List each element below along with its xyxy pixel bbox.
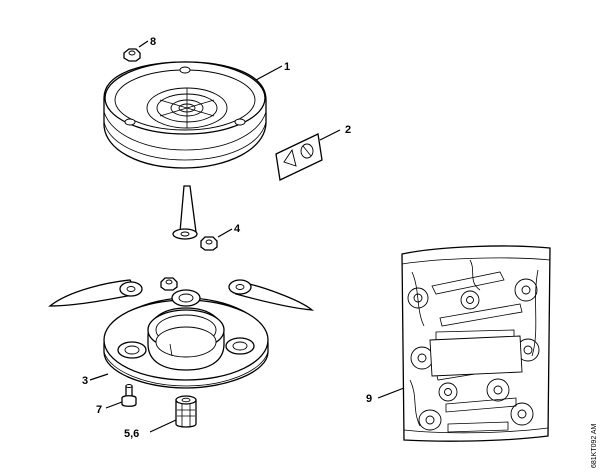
blade-left: [48, 279, 143, 307]
blade-right: [228, 279, 315, 311]
part-7-screw: [121, 384, 137, 407]
callout-4: 4: [234, 223, 241, 235]
callout-3: 3: [82, 375, 88, 387]
carrier-top-nut: [160, 277, 178, 291]
callout-2: 2: [345, 124, 351, 136]
callout-8: 8: [150, 36, 156, 48]
callout-7: 7: [96, 404, 102, 416]
part-5-6-bushing: [175, 395, 197, 428]
document-id: 681KT092 AM: [591, 423, 598, 468]
part-9-blade-pack: [401, 245, 551, 442]
part-3-carrier: [103, 289, 269, 389]
part-4-nut: [200, 236, 218, 251]
part-8-nut: [123, 48, 141, 62]
part-2-warning-label: [275, 133, 323, 181]
callout-1: 1: [284, 61, 290, 73]
callout-9: 9: [366, 393, 372, 405]
part-1-housing: [103, 61, 267, 169]
part-4-eyelet: [172, 185, 198, 240]
callout-5-6: 5,6: [124, 428, 139, 440]
